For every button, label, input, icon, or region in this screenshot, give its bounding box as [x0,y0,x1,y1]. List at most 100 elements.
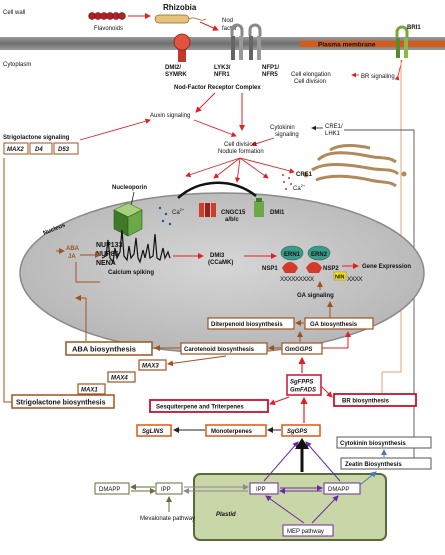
branch-arrow-3 [234,157,241,183]
nucleoporin-pointer [130,191,135,207]
dmi3-label-2: (CCaMK) [208,260,233,266]
dmi1-label: DMI1 [270,210,285,216]
strigolactone-signaling-label: Strigolactone signaling [3,135,70,141]
bri1-label: BRI1 [407,25,421,31]
ga-signaling-label: GA signaling [297,293,334,299]
nfp1-receptor-icon [248,23,262,60]
dna-strand-1: XXXXXXXXX [280,276,315,283]
nuclear-ca-label: Ca2+ [172,207,185,216]
carotenoid-box [180,342,268,355]
nsp1-protein-icon [282,262,298,273]
endoplasmic-reticulum-icon [303,144,407,188]
dmapp-inner-label: DMAPP [328,487,349,493]
auxin-to-division-arrow [193,119,237,137]
dmi2-receptor-icon [173,33,191,62]
lyk3-label-1: LYK3/ [214,65,231,71]
sesquiterpene-box [149,399,269,413]
calcium-particles [158,206,172,226]
bri1-vertical-line [382,60,402,373]
d4-label: D4 [35,147,43,153]
strigolactone-biosynthesis-label: Strigolactone biosynthesis [16,400,106,407]
sggps-box [281,424,321,437]
cell-division-label: Cell division [294,79,326,85]
max3-label: MAX3 [142,364,159,370]
branch-arrow-5 [239,157,295,174]
fpps-to-sesqui-arrow [269,396,290,406]
diterpenoid-label: Diterpenoid biosynthesis [211,322,283,328]
zeatin-biosynthesis-box [340,457,432,470]
ern1-label: ERN1 [284,252,301,258]
mep-pathway-box [282,524,334,537]
calcium-spiking-label: Calcium spiking [108,270,154,276]
carotenoid-label: Carotenoid biosynthesis [184,347,255,353]
dmapp-to-sggps-arrow [305,441,341,482]
ga-biosynthesis-label: GA biosynthesis [310,322,358,328]
plasma-membrane-label: Plasma membrane [318,42,376,49]
rhizobia-label: Rhizobia [163,3,197,12]
gmggps-label: GmGGPS [285,347,312,353]
sggps-label: SgGPS [287,429,307,435]
fpps-to-br-arrow [321,386,333,398]
dmi3-label-1: DMI3 [210,253,225,259]
monoterpenes-label: Monoterpenes [211,429,253,435]
gmfads-label: GmFADS [290,388,316,394]
d53-label: D53 [58,147,70,153]
max3-box [138,359,167,371]
zeatin-biosynthesis-label: Zeatin Biosynthesis [345,462,402,468]
plastid-label: Plastid [216,512,236,518]
flavonoids-icon [88,12,126,20]
nsp2-label: NSP2 [323,266,339,272]
plastid-to-gps-main-arrow [295,438,309,472]
cre1-label: CRE1 [296,172,313,178]
aba-biosyn-to-aba-arrow [75,295,87,341]
sglins-box [136,424,172,437]
cre1-lhk1-label-2: LHK1 [325,131,341,137]
nsp2-protein-icon [306,262,322,273]
cytokinin-signaling-label-2: signaling [275,132,299,138]
cytokinin-signaling-label-1: Cytokinin [270,125,295,131]
cytoplasm-label: Cytoplasm [3,62,31,68]
cell-division-nod-label-1: Cell division [224,142,256,148]
ja-label: JA [68,254,76,260]
nfp1-label-1: NFP1/ [262,65,279,71]
sesquiterpene-label: Sesquiterpene and Triterpenes [156,405,244,411]
dmapp-inner-box [323,482,361,495]
max2-label: MAX2 [7,147,24,153]
cytokinin-biosynthesis-box [336,436,432,449]
receptor-complex-label: Nod-Factor Receptor Complex [174,85,261,91]
cngc15-label-1: CNGC15 [221,210,246,216]
cytoplasm-ca-label: Ca2+ [293,183,306,192]
mep-pathway-label: MEP pathway [287,529,324,535]
mevalonate-pathway-label: Mevalonate pathway [140,516,195,522]
ipp-outer-label: IPP [161,487,171,493]
bri1-receptor-icon [395,25,409,58]
cngc15-channel-icon [199,203,216,217]
br-signaling-label: BR signaling [361,74,395,80]
ern2-protein-icon [307,245,331,261]
complex-to-auxin-arrow [195,92,216,113]
max1-label: MAX1 [81,388,98,394]
lyk3-label-2: NFR1 [214,72,230,78]
cytokinin-biosynthesis-label: Cytokinin biosynthesis [340,441,406,447]
ipp-to-sggps-arrow [263,441,299,482]
nup133-label: NUP133 [96,242,123,249]
monoterpenes-box [205,424,267,437]
strigo-to-auxin-arrow [79,118,151,141]
nod-factor-label-1: Nod [222,18,233,24]
mep-to-ipp-arrow [265,495,305,524]
dmapp-to-zeatin-arrow [359,471,377,486]
nsp1-label: NSP1 [262,266,278,272]
flavonoids-label: Flavonoids [94,26,123,32]
calcium-spiking-trace [101,229,171,264]
diterpenoid-box [207,317,295,330]
nin-label: NIN [335,275,345,281]
ipp-inner-box [249,482,279,495]
dmi1-channel-icon [254,198,264,217]
carotenoid-to-max3-arrow [167,355,227,367]
strigolactone-genes [3,142,79,155]
cre1-lhk1-label-1: CRE1/ [325,124,343,130]
plasma-membrane-band [300,41,445,47]
max4-box [107,371,136,383]
branch-arrow-2 [213,157,241,179]
